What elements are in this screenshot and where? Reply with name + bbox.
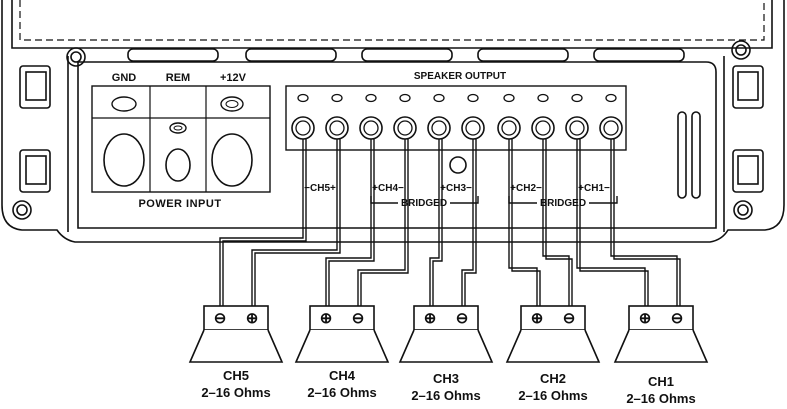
v12-label: +12V <box>220 72 247 84</box>
speaker-wire <box>360 139 409 306</box>
speaker-impedance-label: 2–16 Ohms <box>518 388 587 403</box>
speaker-impedance-label: 2–16 Ohms <box>411 388 480 403</box>
speakers: ⊖ ⊕ CH5 2–16 Ohms ⊕ ⊖ CH4 2–16 Ohms ⊕ ⊖ CH3 2–16 Oh… <box>188 305 709 406</box>
speaker-channel-label: CH5 <box>223 368 249 383</box>
terminal-7 <box>497 93 521 140</box>
speaker-wire <box>613 139 681 306</box>
rem-screw-icon <box>169 122 187 134</box>
rem-label: REM <box>166 72 190 84</box>
amplifier-chassis <box>1 0 785 243</box>
terminal-10 <box>599 93 623 140</box>
speaker-ch5: ⊖ ⊕ CH5 2–16 Ohms <box>188 305 284 400</box>
rem-wire-entry-icon <box>165 148 191 182</box>
speaker-cone-icon <box>505 329 601 363</box>
speaker-impedance-label: 2–16 Ohms <box>201 385 270 400</box>
channel-label-ch4: +CH4− <box>372 183 404 194</box>
speaker-wire <box>576 139 646 306</box>
speaker-impedance-label: 2–16 Ohms <box>626 391 695 406</box>
speaker-terminal-left-icon: ⊖ <box>214 310 227 327</box>
speaker-terminal-left-icon: ⊕ <box>531 310 544 327</box>
gnd-wire-entry-icon <box>103 133 145 187</box>
speaker-cone-icon <box>294 329 390 363</box>
bridged-label-ch2-ch1: BRIDGED <box>540 198 586 209</box>
v12-wire-entry-icon <box>211 133 253 187</box>
speaker-terminal-right-icon: ⊖ <box>352 310 365 327</box>
speaker-channel-label: CH1 <box>648 374 674 389</box>
gnd-screw-icon <box>111 96 137 112</box>
speaker-wire <box>461 139 474 306</box>
terminal-5 <box>427 93 451 140</box>
speaker-terminal-right-icon: ⊕ <box>246 310 259 327</box>
speaker-terminal-right-icon: ⊖ <box>456 310 469 327</box>
speaker-cone-icon <box>188 329 284 363</box>
speaker-cone-icon <box>613 329 709 363</box>
terminal-screws <box>291 93 623 140</box>
speaker-wire <box>545 139 573 306</box>
channel-label-ch3: +CH3− <box>440 183 472 194</box>
terminal-3 <box>359 93 383 140</box>
speaker-terminal-right-icon: ⊖ <box>563 310 576 327</box>
speaker-ch4: ⊕ ⊖ CH4 2–16 Ohms <box>294 305 390 400</box>
speaker-wire <box>251 139 338 306</box>
channel-label-ch1: +CH1− <box>578 183 610 194</box>
speaker-wires <box>219 139 681 306</box>
terminal-2 <box>325 93 349 140</box>
speaker-wire <box>222 139 307 306</box>
speaker-wire <box>511 139 541 306</box>
speaker-wire <box>610 139 678 306</box>
power-terminal-box <box>91 85 271 193</box>
speaker-ch2: ⊕ ⊖ CH2 2–16 Ohms <box>505 305 601 403</box>
speaker-terminal-strip <box>285 85 627 151</box>
power-input-title: POWER INPUT <box>138 198 221 210</box>
speaker-ch1: ⊕ ⊖ CH1 2–16 Ohms <box>613 305 709 406</box>
terminal-6 <box>461 93 485 140</box>
speaker-impedance-label: 2–16 Ohms <box>307 385 376 400</box>
speaker-wire <box>429 139 440 306</box>
speaker-terminal-left-icon: ⊕ <box>320 310 333 327</box>
speaker-wire <box>542 139 570 306</box>
speaker-wire <box>432 139 443 306</box>
speaker-ch3: ⊕ ⊖ CH3 2–16 Ohms <box>398 305 494 403</box>
speaker-cone-icon <box>398 329 494 363</box>
speaker-wire <box>357 139 406 306</box>
speaker-channel-label: CH2 <box>540 371 566 386</box>
speaker-terminal-left-icon: ⊕ <box>639 310 652 327</box>
power-input-block: GND REM +12V POWER INPUT <box>91 72 271 210</box>
speaker-wire <box>464 139 477 306</box>
speaker-terminal-left-icon: ⊕ <box>424 310 437 327</box>
terminal-8 <box>531 93 555 140</box>
channel-label-ch2: +CH2− <box>510 183 542 194</box>
channel-labels: −CH5+ +CH4− +CH3− +CH2− +CH1− <box>304 183 610 194</box>
speaker-wire <box>508 139 538 306</box>
speaker-wire <box>325 139 372 306</box>
terminal-1 <box>291 93 315 140</box>
v12-screw-icon <box>220 96 244 112</box>
speaker-channel-label: CH3 <box>433 371 459 386</box>
speaker-wire <box>254 139 341 306</box>
speaker-wire <box>219 139 304 306</box>
terminal-4 <box>393 93 417 140</box>
bridged-label-ch4-ch3: BRIDGED <box>401 198 447 209</box>
speaker-wire <box>328 139 375 306</box>
terminal-9 <box>565 93 589 140</box>
channel-label-ch5: −CH5+ <box>304 183 336 194</box>
gnd-label: GND <box>112 72 137 84</box>
speaker-wire <box>579 139 649 306</box>
speaker-output-title: SPEAKER OUTPUT <box>414 71 506 82</box>
speaker-terminal-right-icon: ⊖ <box>671 310 684 327</box>
speaker-channel-label: CH4 <box>329 368 356 383</box>
